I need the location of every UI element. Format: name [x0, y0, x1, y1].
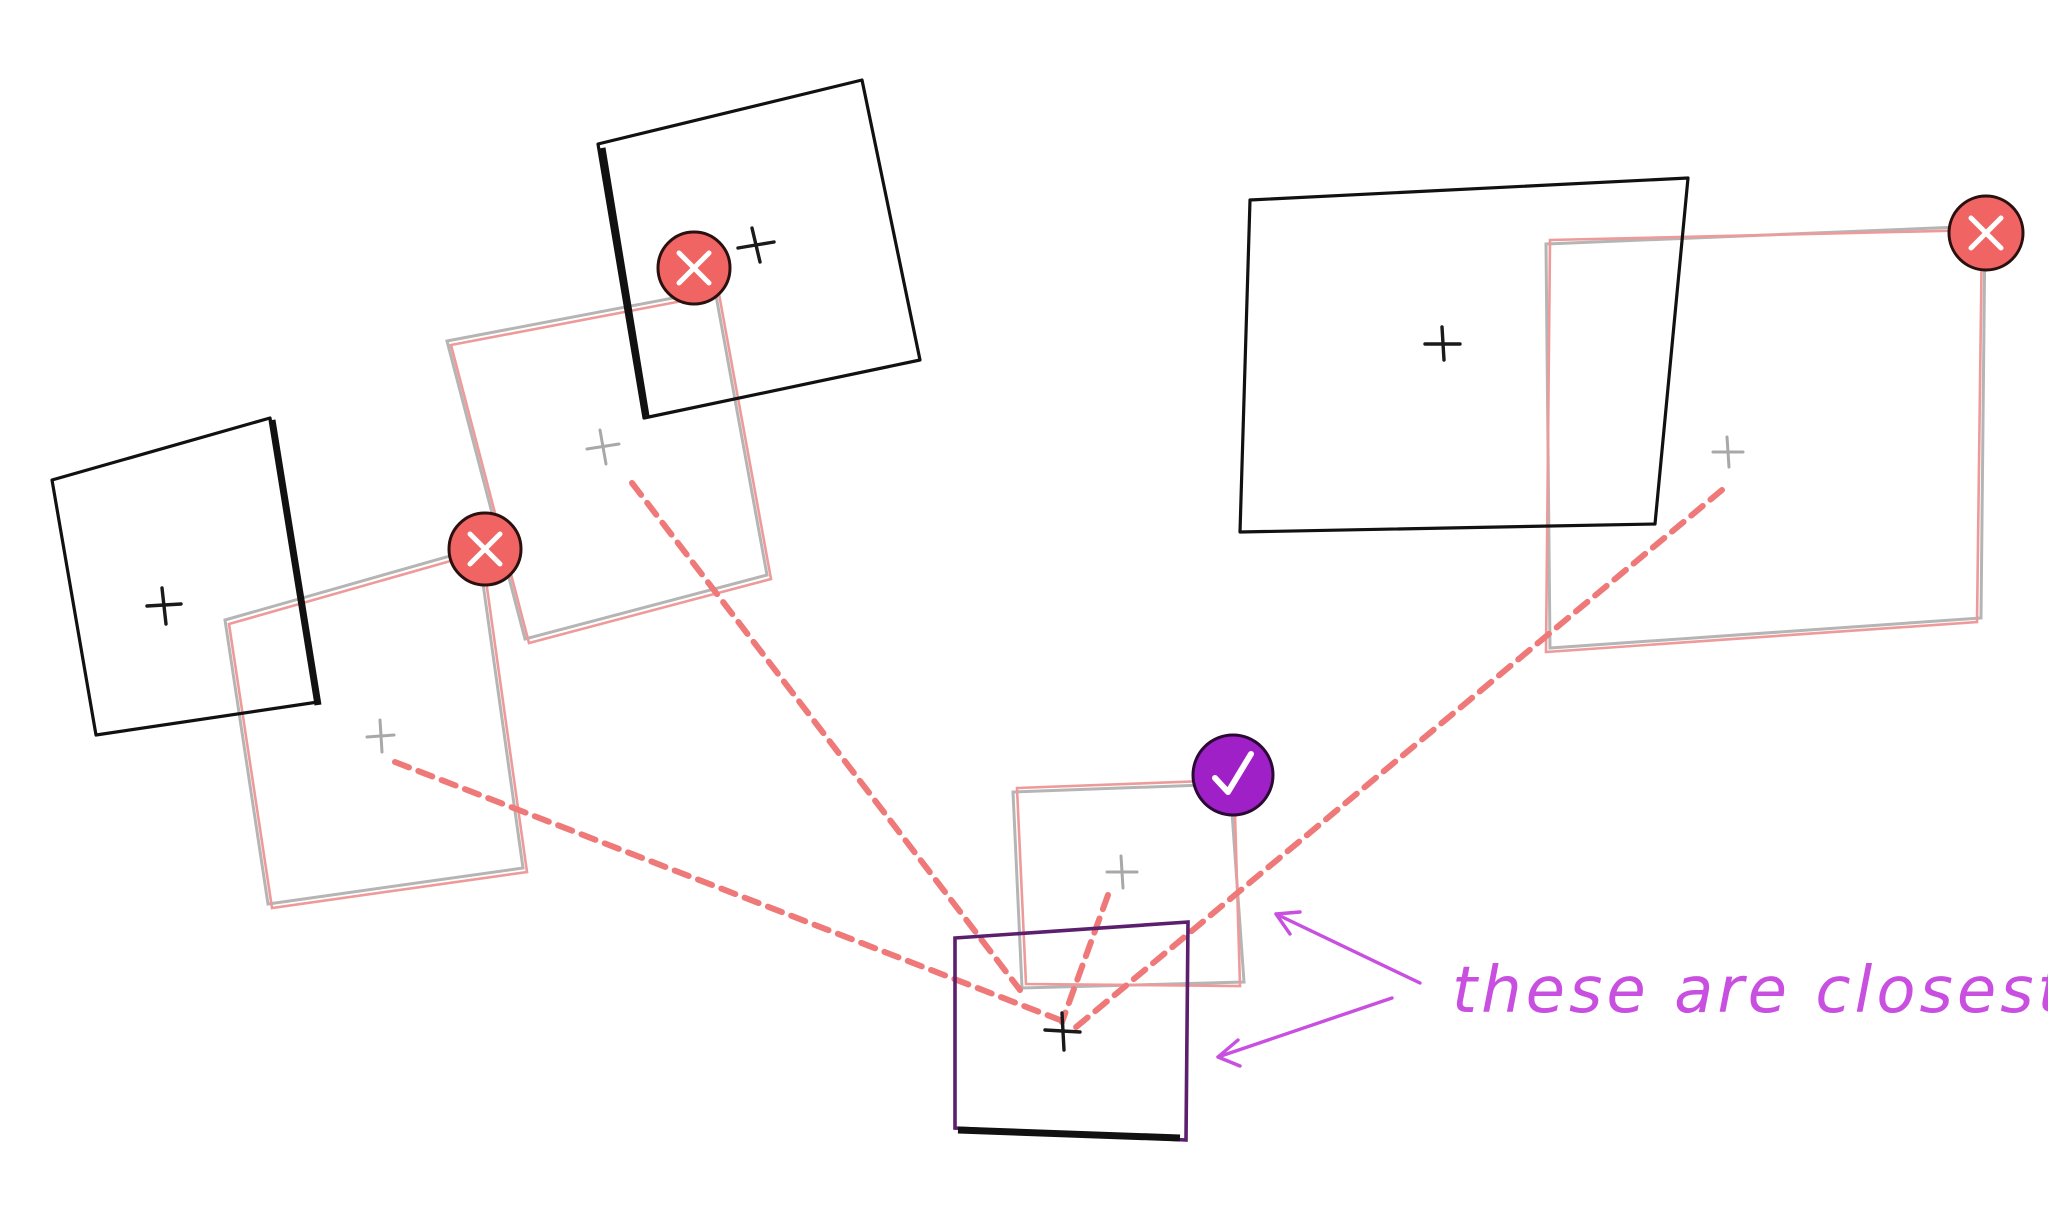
arrow-to-target-box-head	[1216, 1038, 1242, 1068]
center-cross-left	[145, 586, 183, 626]
reject-marker-left	[447, 511, 523, 587]
center-cross-right	[1423, 325, 1462, 362]
ghost-cross-right	[1711, 435, 1745, 469]
x-mark-icon	[676, 250, 712, 286]
reject-marker-right	[1947, 194, 2025, 272]
distance-line-right	[1072, 487, 1725, 1031]
candidate-box-left-edge	[268, 419, 322, 706]
accept-marker	[1191, 733, 1275, 817]
arrow-to-accepted-box	[1274, 912, 1422, 985]
arrow-to-target-box	[1216, 996, 1394, 1059]
ghost-box-right-red	[1544, 228, 1984, 654]
candidate-box-middle	[596, 78, 922, 420]
annotation-arrows	[1216, 910, 1422, 1068]
group-right	[1238, 176, 1987, 654]
target-box-group	[953, 920, 1190, 1142]
arrow-to-accepted-box-head	[1274, 910, 1302, 936]
target-box-bottom-edge	[957, 1126, 1181, 1142]
reject-marker-middle	[656, 230, 732, 306]
ghost-box-middle-red	[449, 292, 773, 645]
ghost-box-left-red	[227, 550, 529, 910]
check-mark-icon	[1212, 751, 1254, 795]
ghost-box-accepted-red	[1015, 778, 1242, 988]
ghost-cross-middle	[585, 428, 621, 466]
distance-line-accepted	[1059, 892, 1111, 1025]
x-mark-icon	[1968, 215, 2004, 251]
annotation-text: these are closest	[1452, 954, 2048, 1028]
x-mark-icon	[467, 531, 503, 567]
candidate-box-middle-edge	[598, 147, 650, 417]
ghost-box-left-gray	[223, 546, 525, 906]
target-box	[953, 920, 1190, 1142]
group-middle	[445, 78, 922, 645]
ghost-cross-left	[365, 718, 396, 754]
ghost-cross-accepted	[1105, 854, 1139, 890]
ghost-box-accepted-gray	[1011, 782, 1246, 990]
group-accepted	[1011, 778, 1246, 990]
ghost-box-right-gray	[1544, 224, 1987, 650]
candidate-box-right	[1238, 176, 1690, 534]
distance-line-left	[392, 759, 1063, 1023]
distance-lines	[392, 480, 1725, 1031]
center-cross-middle	[736, 226, 776, 264]
distance-line-middle	[629, 480, 1023, 993]
center-cross-target	[1043, 1011, 1082, 1052]
group-left	[50, 416, 529, 910]
